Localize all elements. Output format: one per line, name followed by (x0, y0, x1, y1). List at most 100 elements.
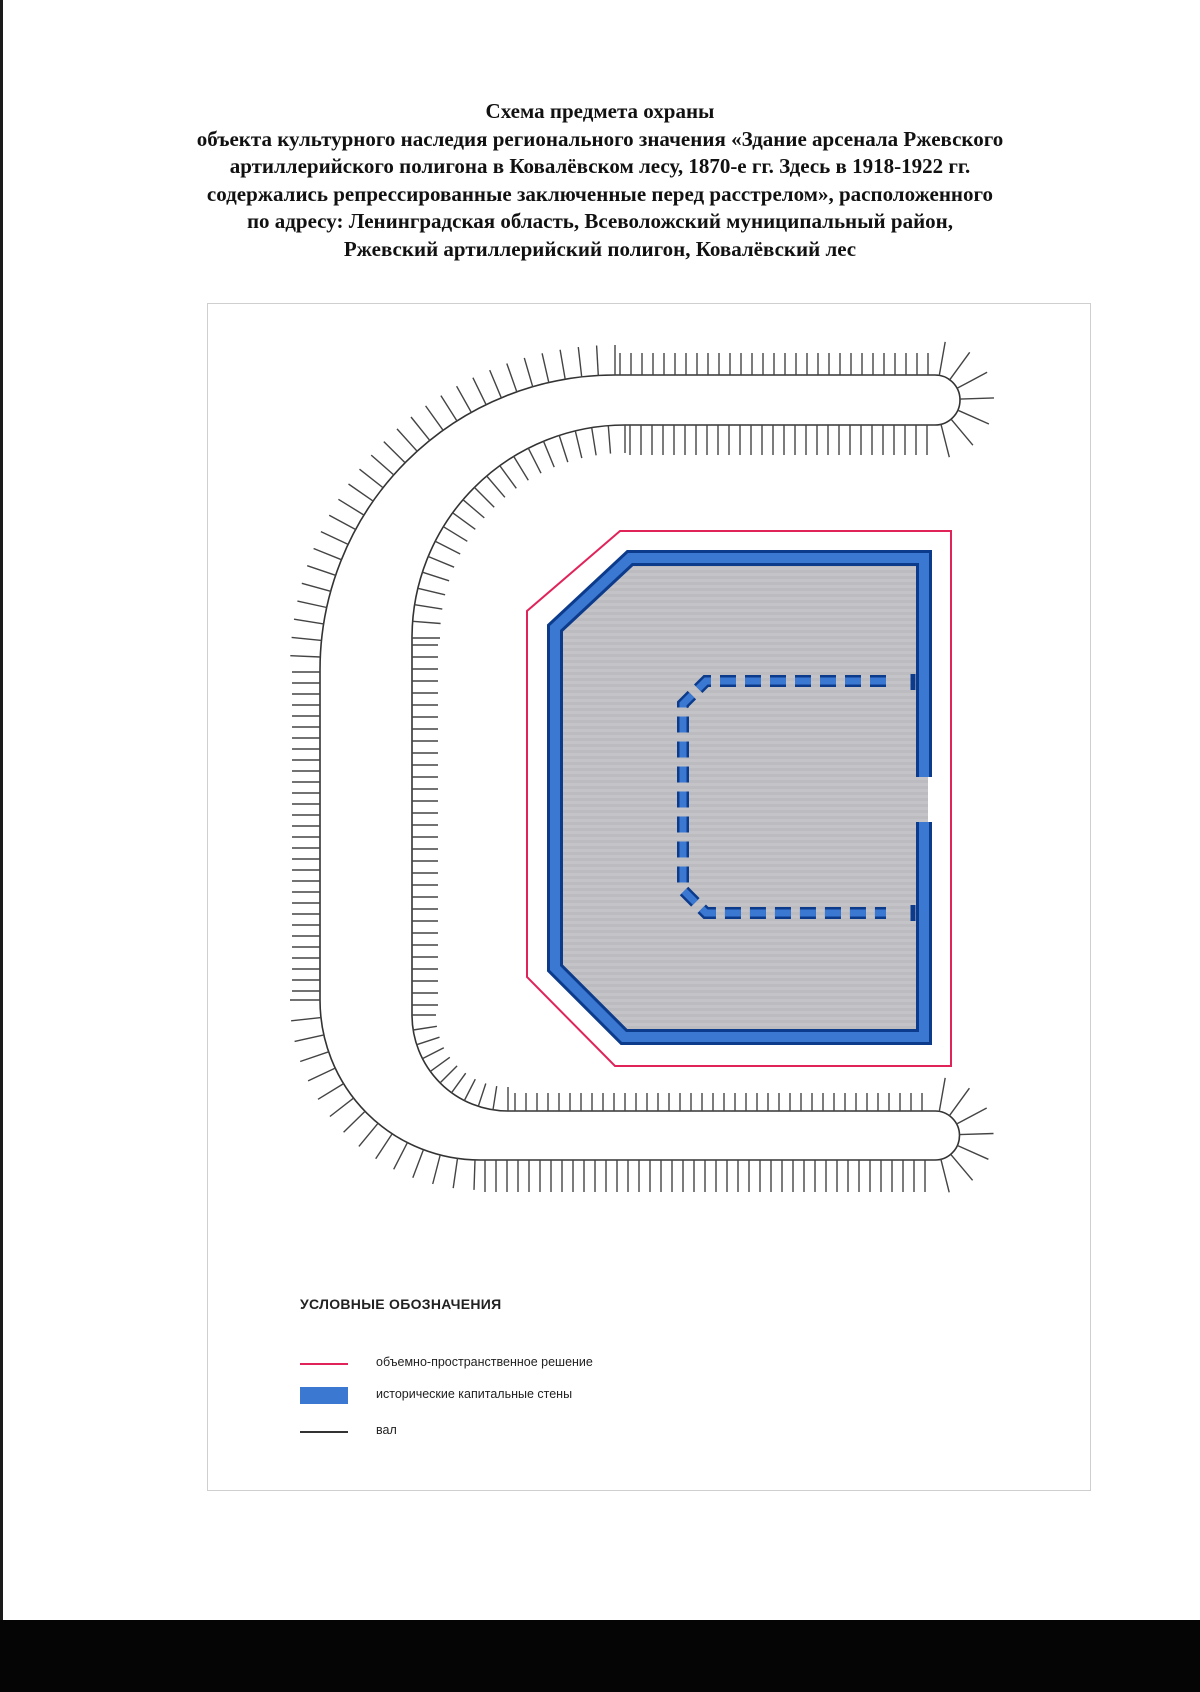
rampart-hachure-tick (473, 1159, 476, 1190)
rampart-hachure-tick (294, 1034, 325, 1043)
rampart-hachure-tick (291, 636, 322, 642)
rampart-hachure-tick (410, 416, 431, 441)
historic-wall-outer-face (550, 553, 929, 1042)
title-line-5: по адресу: Ленинградская область, Всевол… (246, 209, 954, 233)
rampart-hachure-tick (358, 1122, 379, 1147)
rampart-hachure-tick (542, 440, 555, 468)
rampart-hachure-tick (425, 405, 444, 431)
rampart-hachure-tick (591, 427, 597, 456)
volume-spatial-contour (526, 530, 952, 1067)
rampart-hachure-tick (375, 1133, 393, 1160)
rampart-hachure-tick (462, 499, 485, 519)
rampart-hachure-tick (290, 655, 321, 658)
legend-blue-swatch (300, 1387, 348, 1404)
scheme-frame (207, 303, 1091, 1491)
rampart-hachure-tick (422, 1047, 445, 1060)
rampart-hachure-tick (370, 454, 395, 476)
rampart-hachure-tick (299, 1051, 329, 1063)
rampart-hachure-tick (412, 1149, 425, 1178)
scan-bottom-band (0, 1620, 1200, 1692)
rampart-hachure-tick (396, 428, 418, 452)
rampart-hachure-tick (574, 430, 583, 459)
rampart-hachure-tick (940, 1159, 950, 1193)
rampart-hachure-tick (416, 1036, 440, 1046)
rampart-hachure-tick (329, 1097, 355, 1118)
legend-label-walls: исторические капитальные стены (376, 1387, 573, 1401)
legend-title: УСЛОВНЫЕ ОБОЗНАЧЕНИЯ (300, 1296, 502, 1312)
title-line-2: объекта культурного наследия регионально… (196, 126, 1004, 151)
rampart-hachure-tick (940, 424, 950, 458)
rampart-hachure-tick (451, 1072, 467, 1094)
rampart-hachure-tick (949, 351, 971, 381)
rampart-hachure-tick (959, 1132, 994, 1136)
rampart-hachure-tick (957, 409, 990, 425)
rampart-hachure-tick (477, 1083, 487, 1107)
rampart-hachure-tick (412, 620, 441, 625)
rampart-hachure-tick (513, 456, 529, 481)
rampart-hachure-tick (338, 498, 365, 516)
rampart-hachure-tick (440, 395, 458, 422)
legend-item-walls: исторические капитальные стены (300, 1385, 800, 1407)
rampart-hachure-tick (950, 1153, 974, 1181)
rampart-hachure-tick (472, 377, 487, 406)
rampart-hachure-tick (541, 353, 550, 383)
rampart-hachure-tick (938, 1077, 946, 1112)
rampart-hachure-tick (297, 600, 327, 609)
rampart-hachure-tick (607, 425, 612, 454)
title-line-4: содержались репрессированные заключенные… (206, 181, 994, 206)
rampart-hachure-tick (523, 357, 534, 387)
document-title: Схема предмета охраны объекта культурног… (80, 98, 1120, 263)
rampart-hachure-tick (432, 1154, 441, 1185)
rampart-hachure-tick (306, 565, 336, 576)
legend-item-contour: объемно-пространственное решение (300, 1353, 800, 1375)
rampart-hachure-tick (559, 349, 566, 380)
rampart-hachure-tick (383, 441, 406, 464)
rampart-hachure-tick (463, 1078, 476, 1101)
rampart-hachure-tick (439, 1065, 458, 1084)
rampart-hachure-tick (948, 1087, 970, 1117)
legend-label-contour: объемно-пространственное решение (376, 1355, 593, 1369)
rampart-hachure-tick (359, 468, 384, 489)
rampart-hachure-tick (558, 435, 569, 463)
rampart-embankment (290, 341, 995, 1193)
rampart-hachure-tick (489, 369, 502, 399)
rampart-hachure-tick (452, 1158, 459, 1189)
legend-black-line-swatch (300, 1431, 348, 1433)
title-line-6: Ржевский артиллерийский полигон, Ковалёв… (343, 236, 857, 261)
rampart-hachure-tick (957, 1144, 989, 1160)
rampart-hachure-tick (527, 447, 542, 474)
rampart-hachure-tick (443, 526, 468, 542)
rampart-hachure-tick (959, 397, 995, 400)
legend-item-rampart: вал (300, 1421, 800, 1443)
historic-wall-inner-dashed-face (679, 677, 886, 917)
rampart-hachure-tick (413, 1025, 438, 1031)
rampart-hachure-tick (499, 465, 517, 489)
rampart-hachure-tick (328, 514, 356, 531)
rampart-hachure-tick (595, 345, 599, 376)
rampart-hachure-tick (506, 363, 518, 393)
title-line-1: Схема предмета охраны (485, 99, 715, 123)
rampart-outer-line (319, 374, 935, 1161)
rampart-hachure-tick (427, 555, 455, 568)
rampart-top-end (934, 374, 961, 426)
rampart-hachure-tick (417, 587, 446, 596)
rampart-hachure-tick (414, 604, 443, 610)
rampart-hachure-tick (455, 385, 472, 413)
rampart-hachure-tick (956, 371, 988, 389)
rampart-hachure-tick (950, 418, 974, 446)
rampart-hachure-tick (348, 483, 374, 502)
rampart-hachure-tick (422, 571, 450, 582)
legend-label-rampart: вал (376, 1423, 397, 1437)
rampart-hachure-tick (452, 512, 476, 530)
rampart-hachure-tick (320, 530, 349, 546)
rampart-hachure-tick (486, 475, 506, 498)
title-line-3: артиллерийского полигона в Ковалёвском л… (229, 154, 971, 178)
rampart-hachure-tick (393, 1142, 409, 1170)
rampart-hachure-tick (291, 1016, 322, 1022)
scan-left-edge (0, 0, 3, 1620)
rampart-hachure-tick (343, 1110, 366, 1133)
rampart-hachure-tick (938, 341, 946, 376)
rampart-hachure-tick (492, 1085, 498, 1110)
rampart-bottom-end (934, 1110, 961, 1161)
